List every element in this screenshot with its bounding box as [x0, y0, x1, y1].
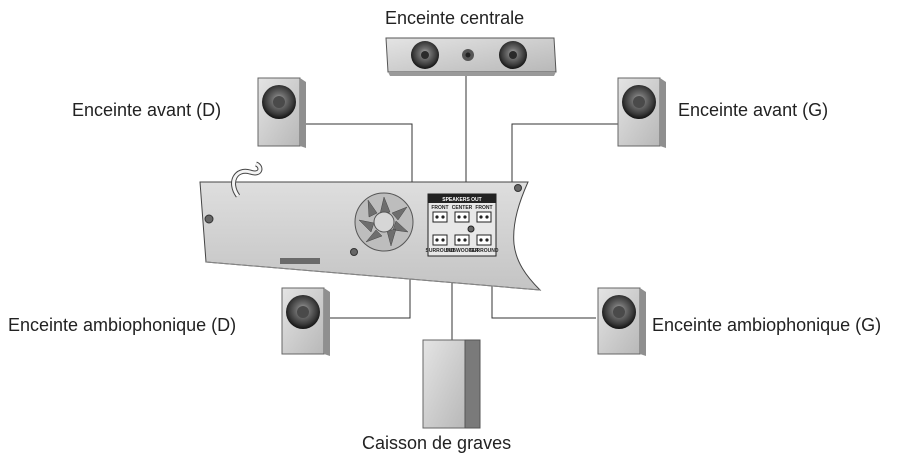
jack-label-front-right: FRONT — [431, 205, 448, 211]
subwoofer — [422, 339, 481, 429]
front-right-speaker — [257, 77, 306, 148]
label-surround-right: Enceinte ambiophonique (D) — [8, 315, 237, 335]
main-unit: SPEAKERS OUT FRONT CENTER FRONT — [199, 161, 542, 291]
fan-vent — [354, 192, 414, 252]
label-front-left: Enceinte avant (G) — [678, 100, 829, 120]
center-speaker — [385, 37, 557, 76]
jack-center — [454, 211, 470, 223]
jack-front-left — [476, 211, 492, 223]
jack-label-center: CENTER — [452, 205, 473, 211]
surround-right-speaker — [281, 287, 330, 356]
jack-front-right — [432, 211, 448, 223]
jack-surround-right — [432, 234, 448, 246]
jack-subwoofer — [454, 234, 470, 246]
label-surround-left: Enceinte ambiophonique (G) — [652, 315, 882, 335]
panel-header: SPEAKERS OUT — [442, 197, 481, 203]
label-center-speaker: Enceinte centrale — [385, 8, 525, 28]
jack-label-surround-left: SURROUND — [470, 248, 499, 254]
label-front-right: Enceinte avant (D) — [72, 100, 222, 120]
label-subwoofer: Caisson de graves — [362, 433, 512, 453]
jack-label-front-left: FRONT — [475, 205, 492, 211]
speakers-out-panel: SPEAKERS OUT FRONT CENTER FRONT — [426, 193, 499, 257]
surround-left-speaker — [597, 287, 646, 356]
jack-label-subwoofer: SUBWOOFER — [445, 248, 478, 254]
front-left-speaker — [617, 77, 666, 148]
jack-surround-left — [476, 234, 492, 246]
jack-label-surround-right: SURROUND — [426, 248, 455, 254]
